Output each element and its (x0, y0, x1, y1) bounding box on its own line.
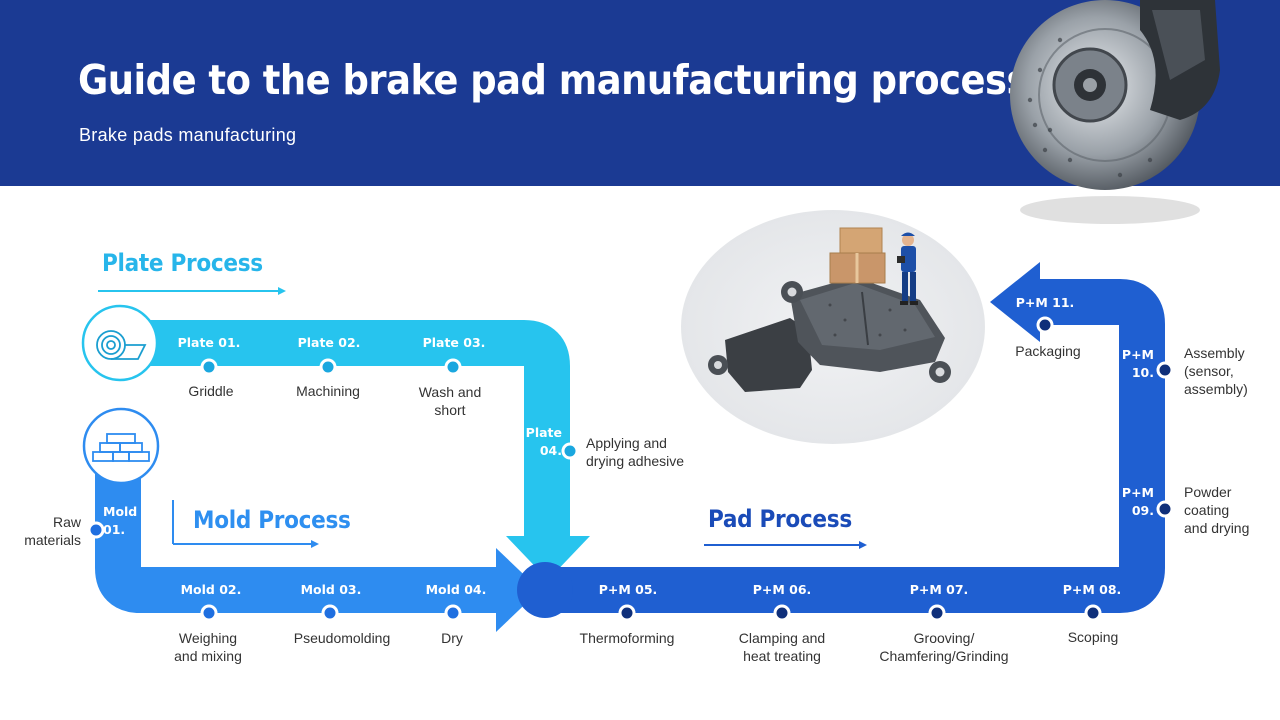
step-dots (87, 316, 1174, 622)
step-label-plate-04: Applying and drying adhesive (586, 435, 685, 469)
boxes-image (829, 227, 886, 284)
step-label-plate-01: Griddle (188, 383, 234, 399)
step-code-mold-02: Mold 02. (180, 582, 242, 597)
step-code-mold-01: Mold 01. (103, 504, 138, 537)
dot-pm-05 (618, 604, 636, 622)
dot-plate-02 (319, 358, 337, 376)
dot-pm-10 (1156, 361, 1174, 379)
brake-disc-image (1010, 0, 1220, 224)
mold-process-title: Mold Process (193, 506, 351, 534)
dot-mold-01 (87, 521, 105, 539)
step-code-pm-08: P+M 08. (1062, 582, 1122, 597)
step-label-pm-06: Clamping and heat treating (738, 630, 826, 664)
step-code-mold-03: Mold 03. (300, 582, 362, 597)
step-code-plate-02: Plate 02. (297, 335, 361, 350)
step-code-mold-04: Mold 04. (425, 582, 487, 597)
dot-plate-04 (561, 442, 579, 460)
step-label-mold-04: Dry (441, 630, 463, 646)
page-title: Guide to the brake pad manufacturing pro… (78, 56, 1028, 104)
step-code-pm-05: P+M 05. (598, 582, 658, 597)
bricks-icon (82, 407, 160, 485)
dot-pm-06 (773, 604, 791, 622)
step-code-plate-03: Plate 03. (422, 335, 486, 350)
junction-node (517, 562, 573, 618)
dot-mold-02 (200, 604, 218, 622)
step-code-pm-06: P+M 06. (752, 582, 812, 597)
step-label-pm-07: Grooving/ Chamfering/Grinding (879, 630, 1009, 664)
step-label-mold-03: Pseudomolding (293, 630, 391, 646)
dot-pm-11 (1036, 316, 1054, 334)
step-code-pm-10: P+M 10. (1121, 347, 1154, 380)
plate-flow-band (120, 320, 590, 580)
step-label-pm-05: Thermoforming (579, 630, 675, 646)
dot-mold-04 (444, 604, 462, 622)
step-code-plate-01: Plate 01. (177, 335, 241, 350)
plate-process-arrow (98, 287, 286, 295)
step-label-mold-01: Raw materials (24, 514, 81, 548)
step-label-pm-08: Scoping (1067, 629, 1119, 645)
step-label-plate-02: Machining (296, 383, 360, 399)
dot-pm-09 (1156, 500, 1174, 518)
pad-process-title: Pad Process (708, 505, 852, 533)
dot-plate-03 (444, 358, 462, 376)
step-code-pm-11: P+M 11. (1015, 295, 1075, 310)
dot-pm-07 (928, 604, 946, 622)
step-code-pm-09: P+M 09. (1121, 485, 1154, 518)
pad-flow-band (540, 262, 1165, 613)
step-label-pm-11: Packaging (1015, 343, 1081, 359)
step-label-pm-09: Powder coating and drying (1184, 484, 1250, 536)
dot-pm-08 (1084, 604, 1102, 622)
step-code-plate-04: Plate 04. (525, 425, 562, 458)
step-label-plate-03: Wash and short (418, 384, 482, 418)
mold-process-arrow (172, 500, 319, 548)
dot-plate-01 (200, 358, 218, 376)
worker-image (897, 232, 918, 305)
roll-icon (81, 304, 159, 382)
step-label-pm-10: Assembly (sensor, assembly) (1184, 345, 1248, 397)
plate-process-title: Plate Process (102, 249, 263, 277)
pad-process-arrow (704, 541, 867, 549)
page-subtitle: Brake pads manufacturing (79, 125, 297, 145)
dot-mold-03 (321, 604, 339, 622)
step-code-pm-07: P+M 07. (909, 582, 969, 597)
step-label-mold-02: Weighing and mixing (174, 630, 242, 664)
